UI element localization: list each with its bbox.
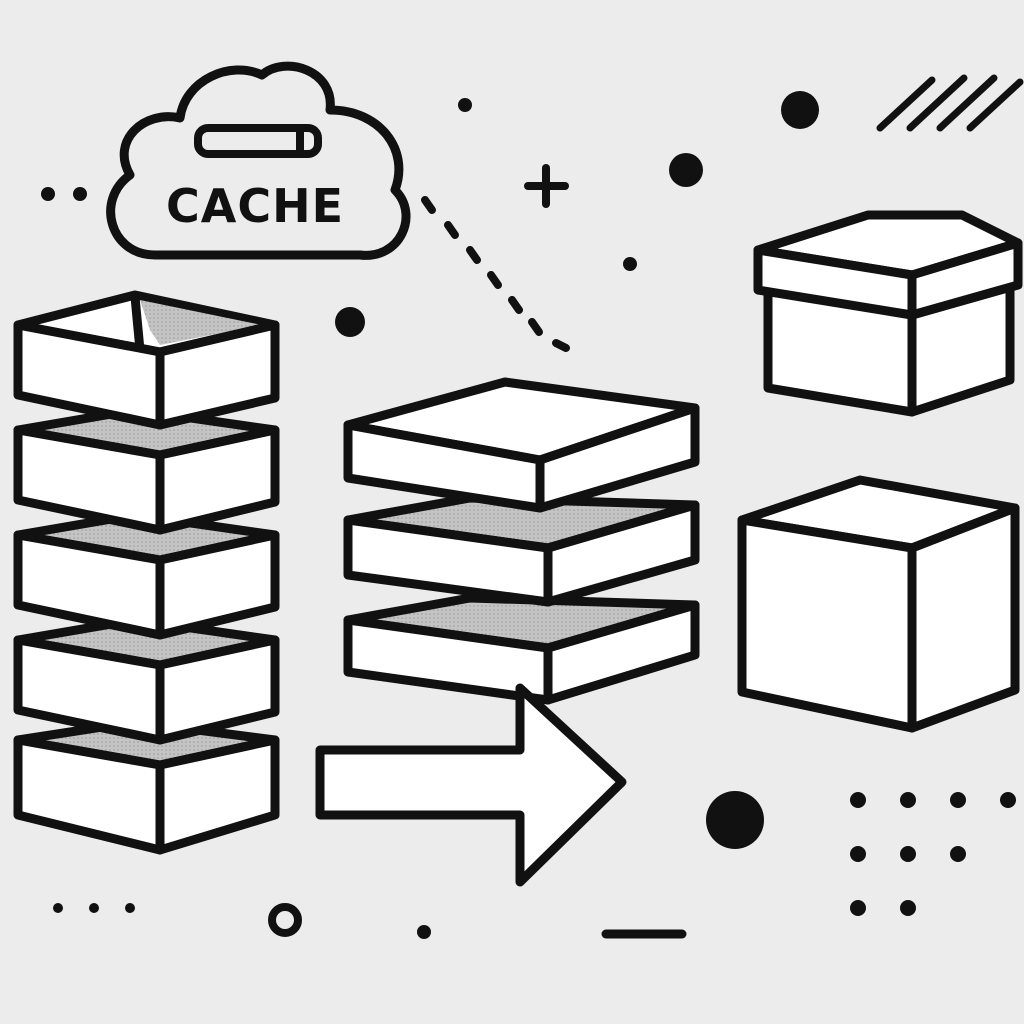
right-arrow-icon — [315, 683, 627, 887]
plus-icon — [524, 164, 569, 208]
stack-layer-2 — [13, 405, 280, 535]
cloud-icon — [106, 61, 411, 260]
cloud-label: CACHE — [165, 179, 345, 233]
slab-2 — [343, 493, 700, 607]
slab-1 — [343, 377, 700, 513]
stacked-layers-icon — [13, 290, 280, 855]
stack-layer-1 — [13, 290, 280, 430]
stack-layer-3 — [13, 510, 280, 640]
diagonal-stripes-icon — [876, 74, 1024, 132]
cube-icon — [737, 475, 1020, 733]
box-with-lid-icon — [753, 210, 1023, 417]
stack-layer-4 — [13, 615, 280, 745]
dotted-connector — [421, 196, 570, 352]
slab-3 — [343, 593, 700, 705]
stacked-slabs-icon — [343, 377, 700, 705]
stack-layer-5 — [13, 717, 280, 855]
cloud-slot-icon — [194, 124, 322, 158]
dot-grid-icon — [850, 792, 1016, 916]
decorative-marks — [41, 74, 1024, 939]
